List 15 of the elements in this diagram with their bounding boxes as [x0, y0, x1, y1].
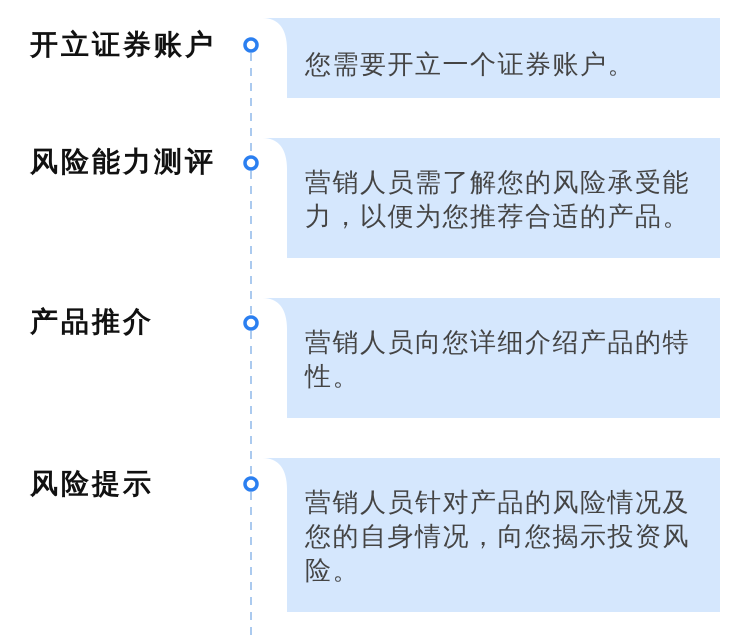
timeline-dot	[243, 476, 259, 492]
dashed-line	[250, 171, 252, 315]
step-title: 开立证券账户	[30, 27, 216, 63]
timeline-dot	[243, 37, 259, 53]
description-text: 您需要开立一个证券账户。	[305, 49, 635, 82]
description-text: 营销人员需了解您的风险承受能力，以便为您推荐合适的产品。	[305, 167, 691, 234]
description-text: 营销人员向您详细介绍产品的特性。	[305, 327, 691, 394]
dashed-line	[250, 331, 252, 476]
timeline-dot	[243, 315, 259, 331]
timeline-dot	[243, 155, 259, 171]
dashed-line	[250, 492, 252, 636]
step-title: 风险提示	[30, 466, 154, 502]
step-title: 产品推介	[30, 304, 154, 340]
description-text: 营销人员针对产品的风险情况及您的自身情况，向您揭示投资风险。	[305, 487, 691, 588]
step-title: 风险能力测评	[30, 144, 216, 180]
